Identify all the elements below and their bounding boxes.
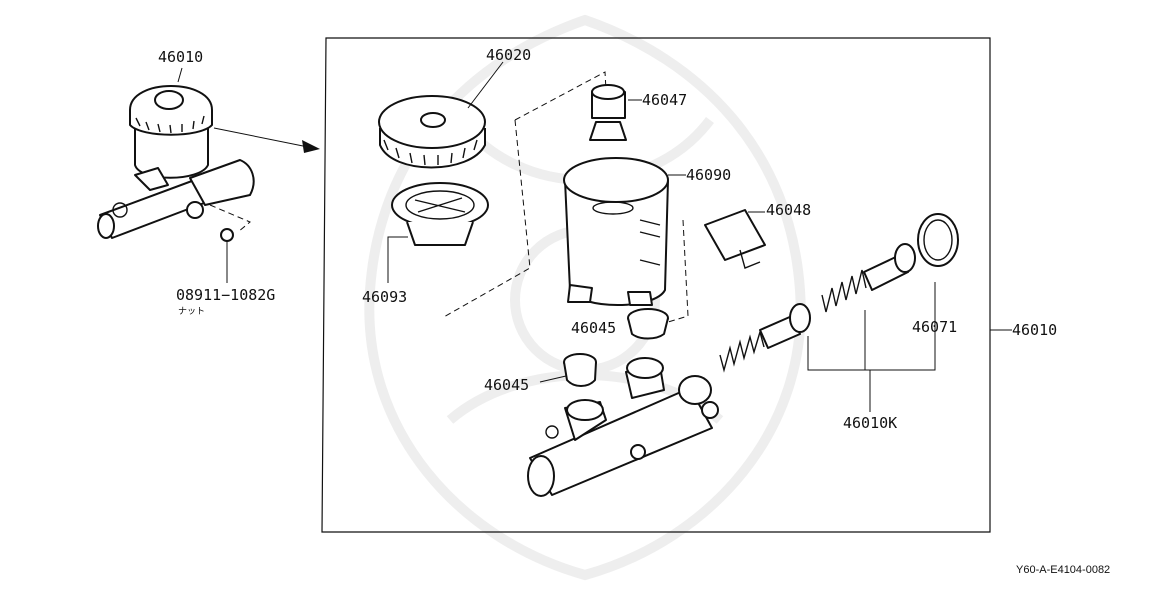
grommet-upper <box>627 308 669 340</box>
fluid-reservoir <box>563 157 669 306</box>
diagram-reference-code: Y60-A-E4104-0082 <box>1016 564 1110 576</box>
label-connector: 46048 <box>766 201 811 219</box>
label-grommet-lower: 46045 <box>484 376 529 394</box>
grommet-lower <box>563 353 597 387</box>
master-cylinder-body <box>527 357 719 497</box>
label-cap: 46020 <box>486 46 531 64</box>
label-nut-part-number: 08911−1082G <box>176 286 275 304</box>
overview-assembly <box>97 67 320 283</box>
label-grommet-upper: 46045 <box>571 319 616 337</box>
detail-frame <box>321 37 991 533</box>
label-46010-overview: 46010 <box>158 48 203 66</box>
label-reservoir: 46090 <box>686 166 731 184</box>
label-piston-kit: 46010K <box>843 414 897 432</box>
piston-kit-parts <box>719 213 959 373</box>
label-46010-detail: 46010 <box>1012 321 1057 339</box>
sensor-connector <box>704 209 766 269</box>
label-strainer: 46093 <box>362 288 407 306</box>
reservoir-cap <box>378 95 486 169</box>
reservoir-plug <box>589 84 627 141</box>
label-nut-caption: ナット <box>178 306 205 317</box>
label-boot: 46071 <box>912 318 957 336</box>
label-reservoir-plug: 46047 <box>642 91 687 109</box>
reservoir-strainer <box>391 182 489 246</box>
